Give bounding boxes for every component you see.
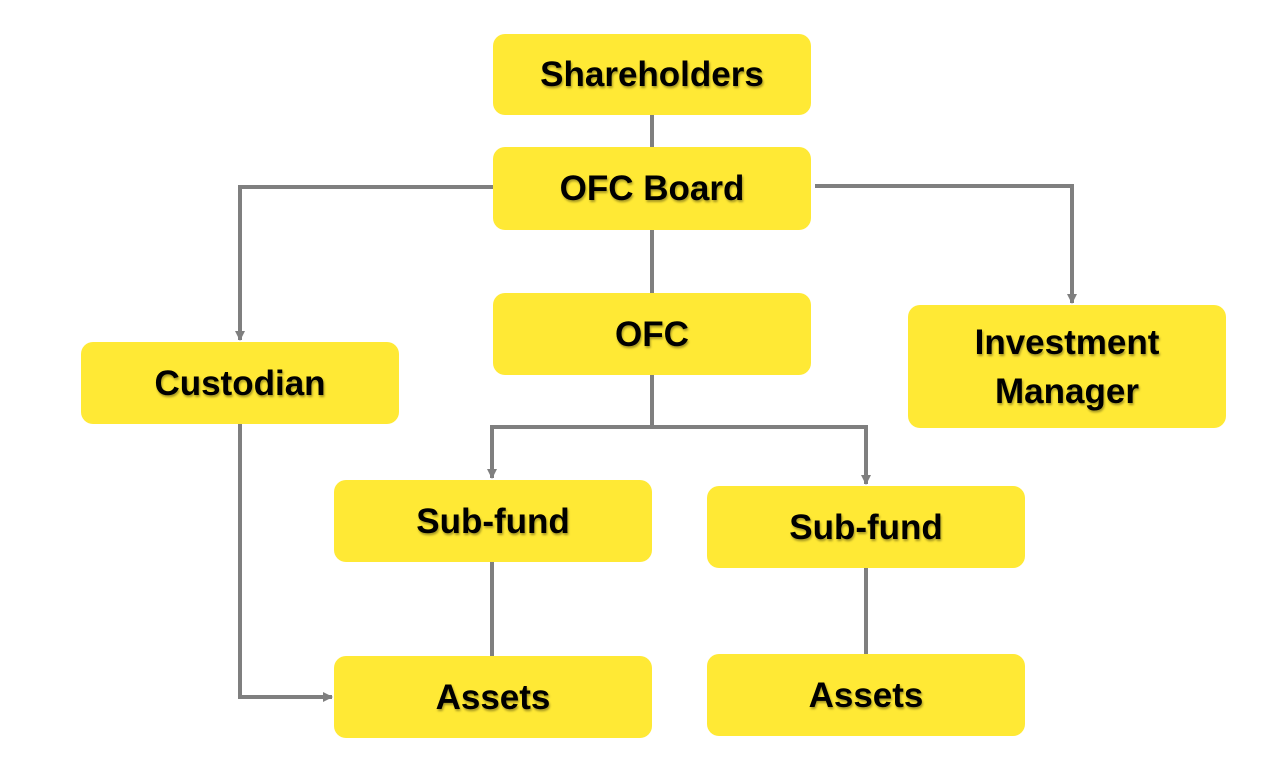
shareholders-label: Shareholders bbox=[540, 55, 764, 94]
shareholders-node: Shareholders bbox=[493, 34, 811, 115]
investment-manager-label-line2: Manager bbox=[995, 371, 1139, 411]
investment-manager-label-line1: Investment bbox=[974, 322, 1160, 362]
assets-left-node: Assets bbox=[334, 656, 652, 738]
assets-right-label: Assets bbox=[808, 675, 924, 715]
assets-right-node: Assets bbox=[707, 654, 1025, 736]
sub-fund-left-node: Sub-fund bbox=[334, 480, 652, 562]
ofc-board-node: OFC Board bbox=[493, 147, 811, 230]
custodian-label: Custodian bbox=[154, 363, 326, 403]
edge-ofc-to-sub-fund-left bbox=[487, 375, 654, 479]
ofc-label: OFC bbox=[615, 314, 689, 354]
sub-fund-left-label: Sub-fund bbox=[416, 501, 570, 541]
sub-fund-right-node: Sub-fund bbox=[707, 486, 1025, 568]
edge-board-to-investment-manager bbox=[815, 184, 1077, 304]
edge-ofc-to-sub-fund-right bbox=[652, 425, 871, 485]
investment-manager-node: Investment Manager bbox=[908, 305, 1226, 428]
ofc-node: OFC bbox=[493, 293, 811, 375]
edge-custodian-to-assets bbox=[238, 424, 333, 702]
ofc-board-label: OFC Board bbox=[559, 169, 745, 208]
assets-left-label: Assets bbox=[435, 677, 551, 717]
edge-board-to-custodian bbox=[235, 185, 493, 341]
custodian-node: Custodian bbox=[81, 342, 399, 424]
sub-fund-right-label: Sub-fund bbox=[789, 507, 943, 547]
